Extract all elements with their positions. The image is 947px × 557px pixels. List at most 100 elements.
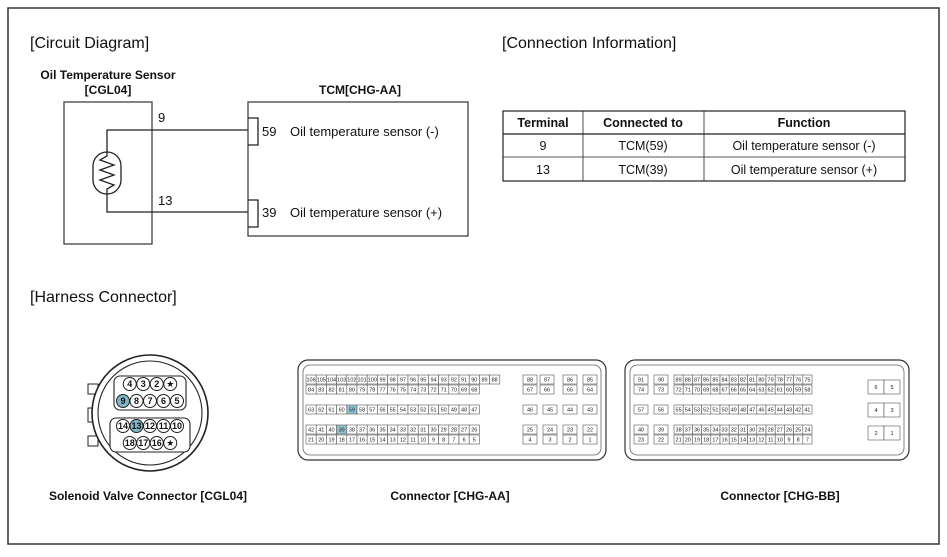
connector-pin bbox=[468, 424, 480, 435]
connector-pin-label: 100 bbox=[368, 378, 377, 384]
connector-pin bbox=[883, 379, 901, 395]
solenoid-pin-label: ★ bbox=[166, 438, 174, 448]
connector-pin-label: 6 bbox=[463, 438, 466, 444]
connector-pin-label: 85 bbox=[712, 378, 718, 384]
connector-pin-label: 30 bbox=[749, 428, 755, 434]
connector-pin-label: 47 bbox=[471, 408, 477, 414]
connector-pin-label: 73 bbox=[658, 388, 664, 394]
connector-pin-label: 46 bbox=[758, 408, 764, 414]
connector-pin-label: 70 bbox=[694, 388, 700, 394]
solenoid-pin-label: 13 bbox=[131, 421, 141, 431]
connector-pin-label: 69 bbox=[703, 388, 709, 394]
connector-pin-label: 8 bbox=[442, 438, 445, 444]
connector-pin-label: 46 bbox=[527, 408, 533, 414]
solenoid-pin bbox=[163, 377, 178, 391]
connector-pin bbox=[539, 374, 555, 385]
connector-pin-label: 68 bbox=[712, 388, 718, 394]
connector-pin-label: 56 bbox=[658, 408, 664, 414]
connector-pin-label: 50 bbox=[441, 408, 447, 414]
connector-pin-label: 17 bbox=[712, 438, 718, 444]
connector-pin-label: 30 bbox=[430, 428, 436, 434]
connector-pin-label: 26 bbox=[471, 428, 477, 434]
table-header-terminal: Terminal bbox=[517, 116, 568, 130]
connector-pin-label: 66 bbox=[544, 388, 550, 394]
table-cell: 9 bbox=[540, 139, 547, 153]
connector-pin-label: 26 bbox=[786, 428, 792, 434]
connector-pin-label: 85 bbox=[587, 378, 593, 384]
connector-pin-label: 92 bbox=[451, 378, 457, 384]
connector-pin-label: 51 bbox=[430, 408, 436, 414]
connector-pin-label: 37 bbox=[685, 428, 691, 434]
connector-pin-label: 83 bbox=[731, 378, 737, 384]
sensor-title: Oil Temperature Sensor bbox=[40, 68, 175, 82]
connector-pin-label: 25 bbox=[527, 428, 533, 434]
connector-pin-label: 38 bbox=[349, 428, 355, 434]
connector-pin bbox=[468, 404, 480, 415]
connector-pin-label: 41 bbox=[318, 428, 324, 434]
connector-pin-label: 28 bbox=[451, 428, 457, 434]
connector-pin bbox=[562, 434, 578, 445]
connector-pin-label: 31 bbox=[420, 428, 426, 434]
connector-pin-label: 9 bbox=[787, 438, 790, 444]
connector-pin-label: 45 bbox=[768, 408, 774, 414]
connector-pin-label: 86 bbox=[567, 378, 573, 384]
connector-pin-label: 51 bbox=[712, 408, 718, 414]
wire-top bbox=[106, 129, 248, 146]
connector-pin-label: 91 bbox=[461, 378, 467, 384]
connector-pin-label: 54 bbox=[400, 408, 406, 414]
connector-pin bbox=[522, 384, 538, 395]
solenoid-pin-label: 4 bbox=[127, 379, 132, 389]
connector-pin-label: 63 bbox=[308, 408, 314, 414]
connector-pin-label: 82 bbox=[328, 388, 334, 394]
connector-pin-label: 60 bbox=[339, 408, 345, 414]
connector-pin bbox=[542, 404, 558, 415]
connector-pin bbox=[582, 404, 598, 415]
connector-pin-label: 59 bbox=[349, 408, 355, 414]
connector-pin-label: 64 bbox=[587, 388, 593, 394]
connector-pin-label: 60 bbox=[786, 388, 792, 394]
connector-pin-label: 66 bbox=[731, 388, 737, 394]
connector-pin-label: 58 bbox=[359, 408, 365, 414]
connector-pin-label: 94 bbox=[430, 378, 436, 384]
connector-pin-label: 56 bbox=[379, 408, 385, 414]
connector-pin-label: 104 bbox=[327, 378, 336, 384]
connector-pin-label: 41 bbox=[804, 408, 810, 414]
solenoid-pin-label: 5 bbox=[174, 396, 179, 406]
connector-pin-label: 93 bbox=[441, 378, 447, 384]
connector-pin-label: 19 bbox=[694, 438, 700, 444]
connector-pin bbox=[633, 404, 649, 415]
tcm-pin-39-label: Oil temperature sensor (+) bbox=[290, 205, 442, 220]
connector-pin-label: 90 bbox=[658, 378, 664, 384]
connector-pin-label: 89 bbox=[481, 378, 487, 384]
connector-pin-label: 8 bbox=[797, 438, 800, 444]
wire-bottom bbox=[106, 200, 248, 213]
connector-pin-label: 40 bbox=[328, 428, 334, 434]
connector-pin-label: 89 bbox=[676, 378, 682, 384]
solenoid-pin-label: 11 bbox=[159, 421, 169, 431]
connector-pin-label: 3 bbox=[890, 408, 893, 414]
connector-pin-label: 37 bbox=[359, 428, 365, 434]
connector-pin bbox=[562, 374, 578, 385]
connector-pin-label: 16 bbox=[359, 438, 365, 444]
connector-pin-label: 58 bbox=[804, 388, 810, 394]
connector-pin bbox=[802, 434, 813, 445]
connector-pin-label: 43 bbox=[786, 408, 792, 414]
solenoid-pin-label: 17 bbox=[138, 438, 148, 448]
connector-pin-label: 55 bbox=[390, 408, 396, 414]
connector-pin-label: 19 bbox=[328, 438, 334, 444]
connector-pin bbox=[542, 424, 558, 435]
connector-pin-label: 54 bbox=[685, 408, 691, 414]
connector-pin-label: 10 bbox=[777, 438, 783, 444]
solenoid-pin-label: 12 bbox=[145, 421, 155, 431]
solenoid-caption: Solenoid Valve Connector [CGL04] bbox=[49, 489, 247, 503]
connector-pin-label: 11 bbox=[768, 438, 774, 444]
connector-pin bbox=[653, 384, 669, 395]
table-cell: Oil temperature sensor (+) bbox=[731, 163, 877, 177]
connector-pin-label: 57 bbox=[369, 408, 375, 414]
connector-pin-label: 25 bbox=[795, 428, 801, 434]
table-cell: TCM(59) bbox=[618, 139, 667, 153]
connector-pin-label: 101 bbox=[358, 378, 367, 384]
connector-pin-label: 6 bbox=[874, 385, 877, 391]
connector-pin-label: 27 bbox=[777, 428, 783, 434]
